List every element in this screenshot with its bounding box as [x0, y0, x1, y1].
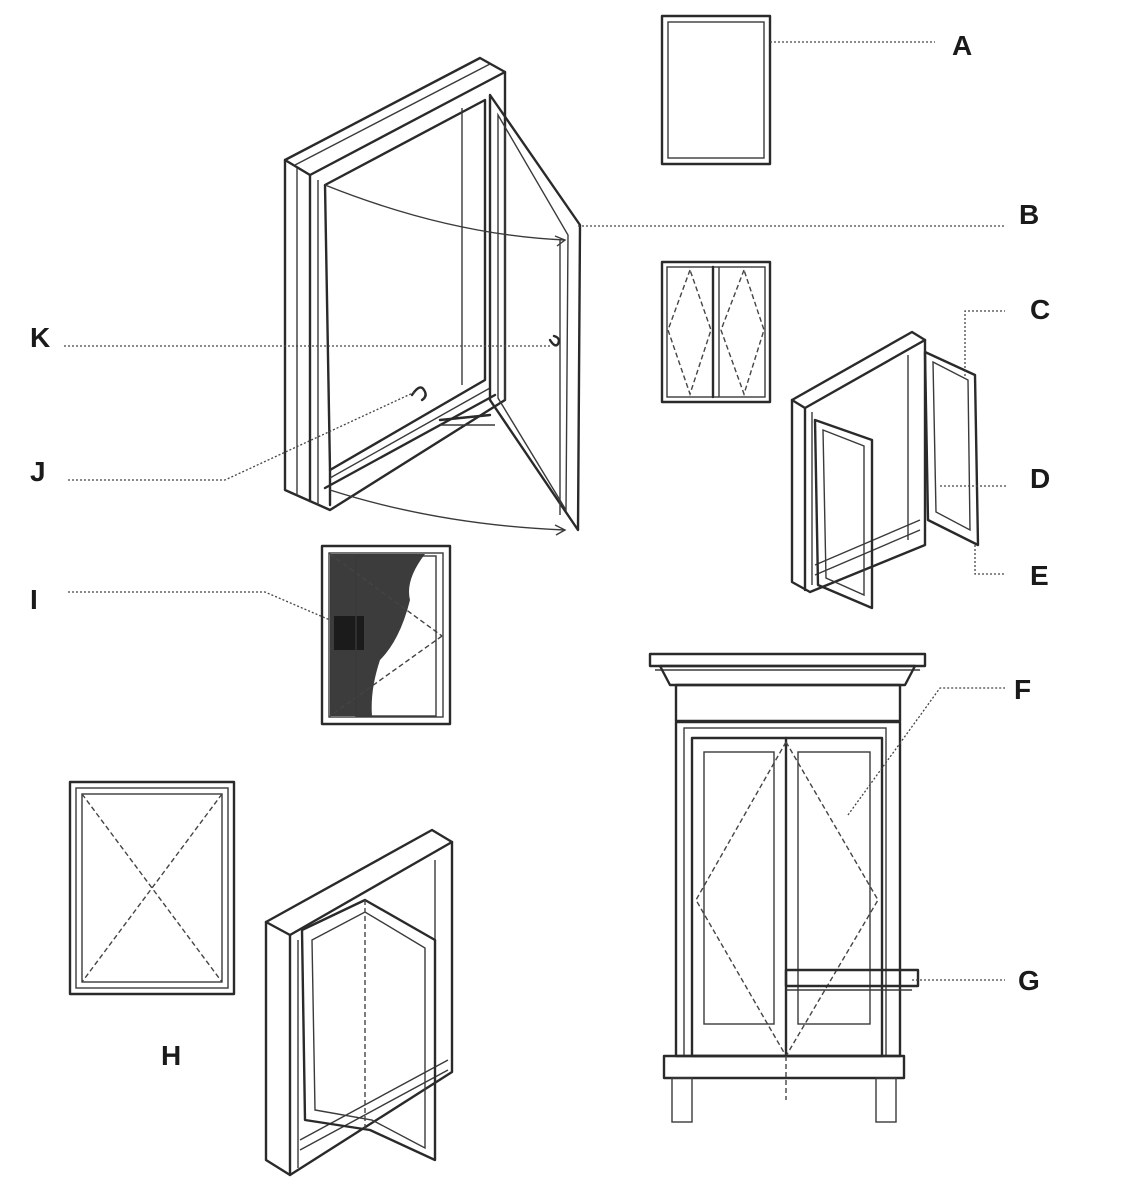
label-i: I [30, 584, 38, 615]
window-with-curtain [320, 544, 452, 726]
leader-j [68, 391, 416, 481]
label-d: D [1030, 463, 1051, 494]
label-g: G [1018, 965, 1040, 996]
fixed-window-a [660, 14, 772, 166]
open-double-casement [790, 330, 980, 610]
leader-c [964, 310, 1005, 376]
double-casement-elevation [660, 260, 772, 404]
label-f: F [1014, 674, 1032, 705]
leader-i [68, 591, 331, 621]
label-k: K [30, 322, 51, 353]
large-casement-window [283, 56, 582, 536]
leader-e [974, 545, 1005, 575]
label-e: E [1030, 560, 1049, 591]
label-j: J [30, 456, 46, 487]
leader-lines [64, 41, 1008, 981]
pediment-window [648, 652, 927, 1123]
label-h: H [161, 1040, 182, 1071]
label-c: C [1030, 294, 1051, 325]
fixed-window-h [68, 780, 236, 996]
pivot-window [264, 828, 454, 1177]
leader-f [847, 687, 1005, 816]
label-a: A [952, 30, 973, 61]
label-b: B [1019, 199, 1040, 230]
